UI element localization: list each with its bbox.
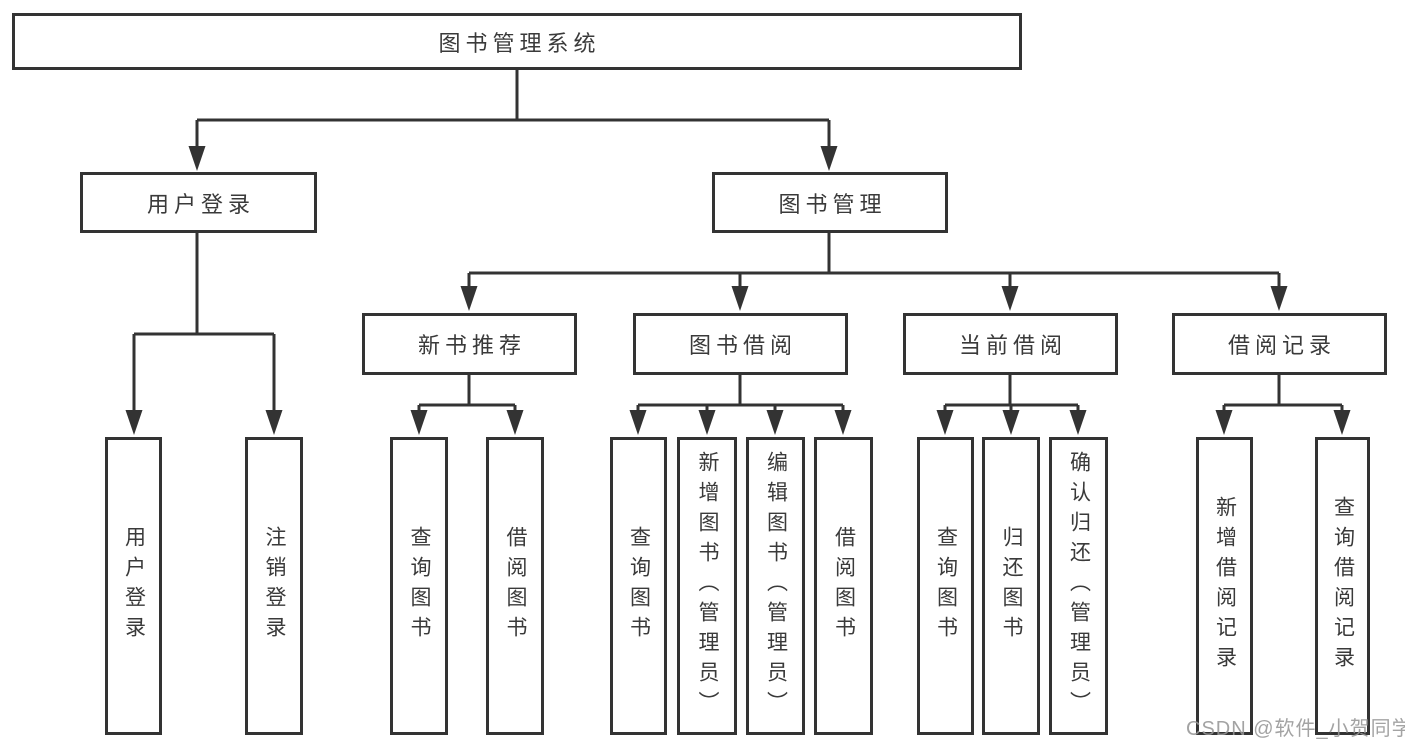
node-book-borrowing: 图书借阅: [633, 313, 848, 375]
node-leaf-recommend-query-books: 查询图书: [390, 437, 448, 735]
node-leaf-recommend-borrow-books: 借阅图书: [486, 437, 544, 735]
arrowhead: [1002, 410, 1020, 435]
node-root-library-management-system: 图书管理系统: [12, 13, 1022, 70]
node-new-book-recommend: 新书推荐: [362, 313, 577, 375]
node-leaf-user-login: 用户登录: [105, 437, 162, 735]
node-leaf-current-query-books: 查询图书: [917, 437, 974, 735]
arrowhead: [460, 286, 478, 311]
arrowhead: [629, 410, 647, 435]
node-leaf-add-borrow-record: 新增借阅记录: [1196, 437, 1253, 735]
node-current-borrowing: 当前借阅: [903, 313, 1118, 375]
node-leaf-return-books: 归还图书: [982, 437, 1040, 735]
arrowhead: [1069, 410, 1087, 435]
node-leaf-confirm-return-admin: 确认归还（管理员）: [1049, 437, 1108, 735]
arrowhead: [1001, 286, 1019, 311]
node-book-management: 图书管理: [712, 172, 948, 233]
node-leaf-borrow-books: 借阅图书: [814, 437, 873, 735]
node-leaf-query-borrow-record: 查询借阅记录: [1315, 437, 1370, 735]
node-leaf-borrow-query-books: 查询图书: [610, 437, 667, 735]
arrowhead: [820, 146, 838, 171]
arrowhead: [834, 410, 852, 435]
arrowhead: [698, 410, 716, 435]
arrowhead: [766, 410, 784, 435]
arrowhead: [1270, 286, 1288, 311]
arrowhead: [188, 146, 206, 171]
arrowhead: [125, 410, 143, 435]
arrowhead: [506, 410, 524, 435]
arrowhead: [410, 410, 428, 435]
node-user-login: 用户登录: [80, 172, 317, 233]
node-leaf-logout: 注销登录: [245, 437, 303, 735]
arrowhead: [1333, 410, 1351, 435]
arrowhead: [936, 410, 954, 435]
node-borrowing-records: 借阅记录: [1172, 313, 1387, 375]
node-leaf-edit-books-admin: 编辑图书（管理员）: [746, 437, 805, 735]
arrowhead: [1215, 410, 1233, 435]
arrowhead: [731, 286, 749, 311]
node-leaf-add-books-admin: 新增图书（管理员）: [677, 437, 737, 735]
arrowhead: [265, 410, 283, 435]
csdn-watermark: CSDN @软件_小贺同学: [1186, 718, 1405, 740]
